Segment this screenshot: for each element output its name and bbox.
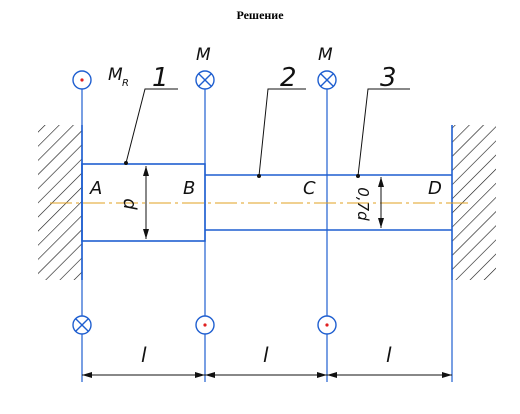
span-1-label: l (141, 343, 147, 367)
point-b-label: B (183, 178, 195, 199)
section-number-1: 1 (152, 63, 169, 93)
point-d-label: D (428, 178, 442, 199)
dot-circle-icon (195, 315, 215, 335)
span-2-label: l (263, 343, 269, 367)
reaction-moment-subscript: R (122, 78, 129, 89)
section-number-3: 3 (380, 63, 397, 93)
leader-1 (125, 88, 178, 164)
point-a-label: A (89, 178, 102, 199)
diameter-07d-label: 0,7d (354, 187, 372, 221)
cross-circle-icon (195, 70, 215, 90)
span-3-label: l (386, 343, 392, 367)
leader-3 (357, 88, 410, 177)
dot-circle-icon (72, 70, 92, 90)
cross-circle-icon (317, 70, 337, 90)
leader-2 (258, 88, 306, 177)
segment-1 (81, 163, 206, 242)
section-number-2: 2 (280, 63, 297, 93)
dot-circle-icon (317, 315, 337, 335)
moment-c-label: M (318, 45, 333, 65)
cross-circle-icon (72, 315, 92, 335)
point-c-label: C (303, 178, 316, 199)
moment-b-label: M (196, 45, 211, 65)
page-title: Решение (236, 8, 284, 22)
diameter-d-label: d (119, 198, 140, 210)
reaction-moment-label: M (108, 65, 123, 85)
